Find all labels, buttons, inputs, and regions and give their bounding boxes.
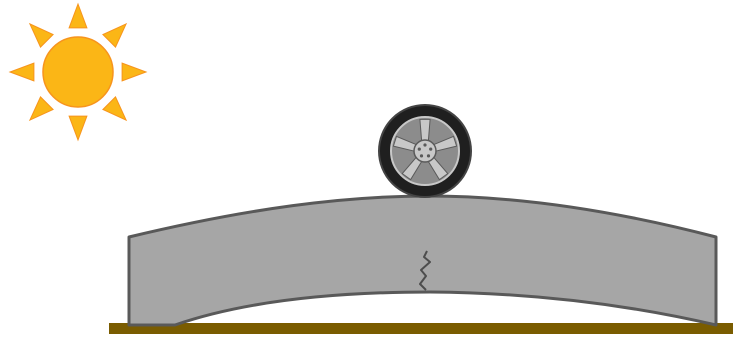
sun-ray — [103, 97, 126, 120]
sun-ray — [103, 24, 126, 47]
hub-bolt — [423, 143, 426, 146]
sun-icon — [10, 4, 146, 140]
wheel-hub — [414, 140, 436, 162]
sun-ray — [10, 63, 34, 81]
sun-ray — [122, 63, 146, 81]
sun-ray — [69, 116, 87, 140]
hub-bolt — [418, 148, 421, 151]
sun-ray — [30, 24, 53, 47]
sun-ray — [30, 97, 53, 120]
wheel-spoke — [420, 119, 430, 141]
sun-core — [43, 37, 113, 107]
hub-bolt — [420, 154, 423, 157]
hub-bolt — [427, 154, 430, 157]
curled-concrete-slab — [129, 196, 716, 325]
ground-base — [109, 323, 733, 334]
hub-bolt — [429, 148, 432, 151]
wheel-tire — [379, 105, 471, 197]
sun-ray — [69, 4, 87, 28]
